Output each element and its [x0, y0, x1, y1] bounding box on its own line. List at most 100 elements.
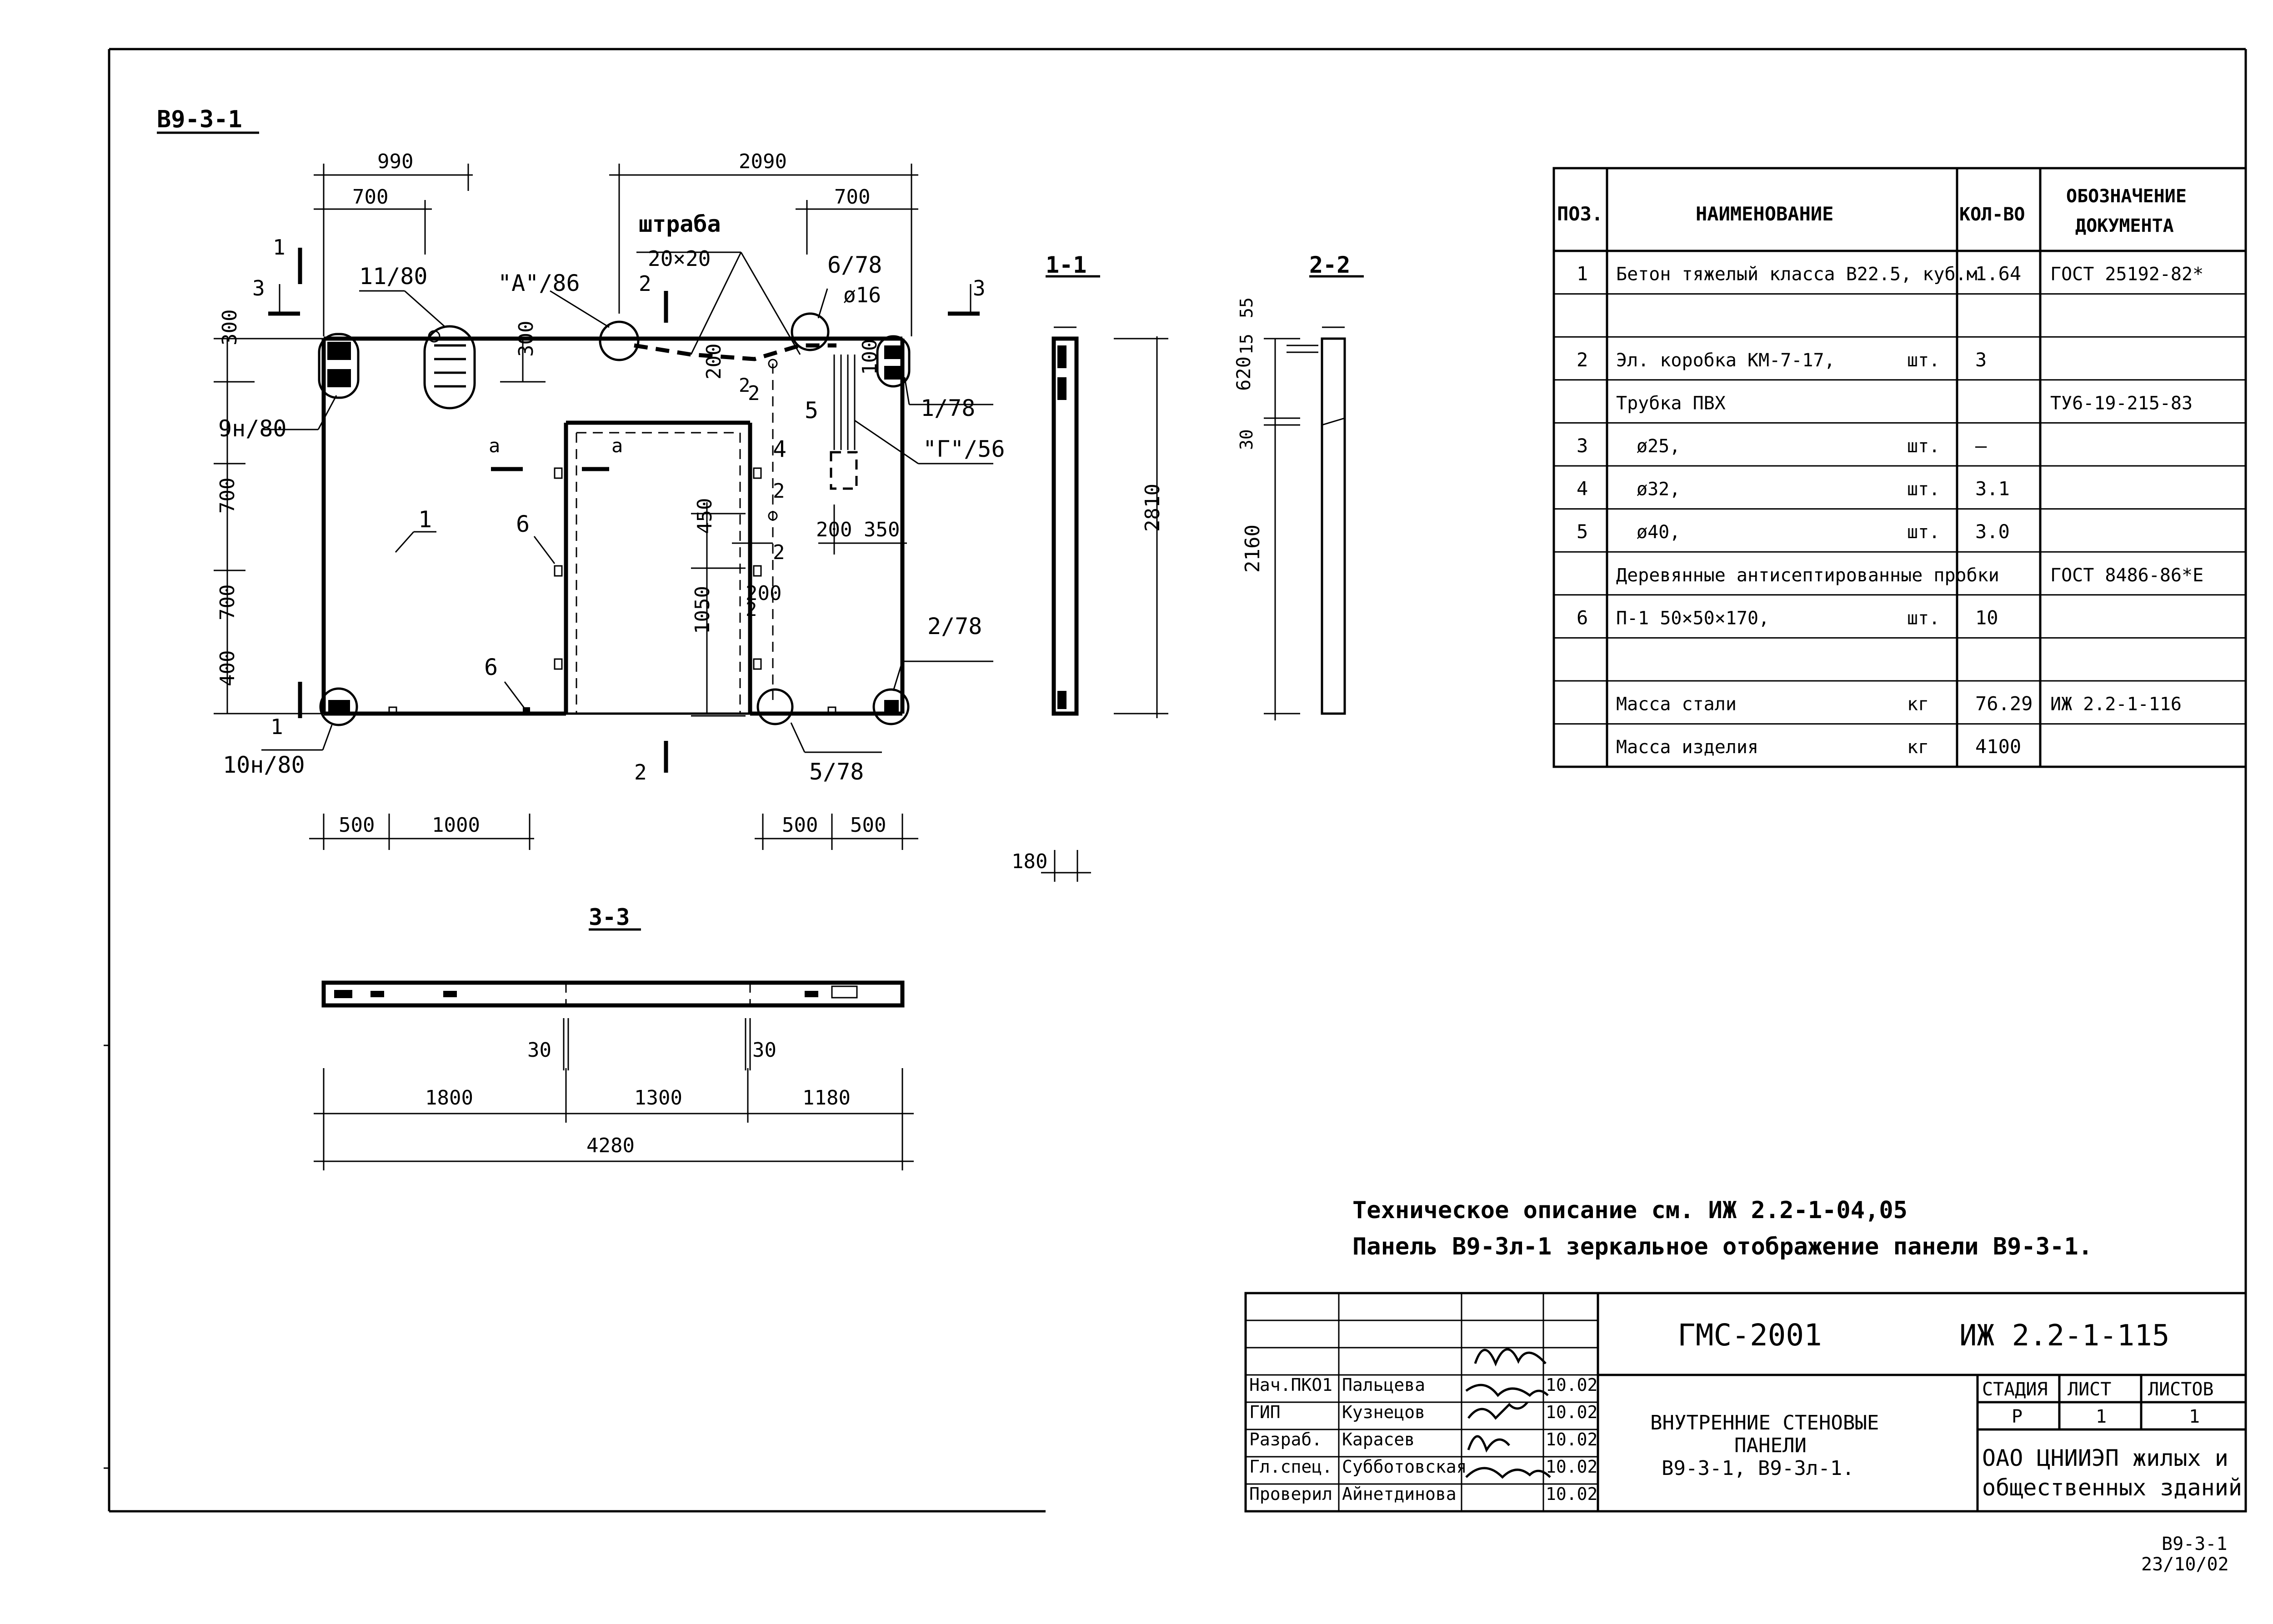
- spec-cell-pos: 6: [1577, 606, 1588, 629]
- dim-1180: 1180: [802, 1086, 851, 1109]
- spec-cell-qty: 3.1: [1975, 478, 2010, 500]
- dim-620: 620: [1232, 356, 1255, 391]
- spec-header-doc-1: ОБОЗНАЧЕНИЕ: [2066, 186, 2187, 207]
- title-line-2: ПАНЕЛИ: [1734, 1434, 1807, 1457]
- dim-bottom-500a: 500: [339, 814, 375, 837]
- staff-role: Проверил: [1249, 1484, 1332, 1504]
- note-tech-description: Техническое описание см. ИЖ 2.2-1-04,05: [1352, 1197, 1908, 1224]
- signature-subbotovskaya: [1467, 1435, 1510, 1453]
- spec-cell-unit: кг: [1907, 737, 1929, 758]
- dim-inner-200b: 200: [746, 582, 781, 605]
- spec-cell-pos: 2: [1577, 349, 1588, 371]
- spec-cell-pos: 1: [1577, 263, 1588, 285]
- staff-date: 10.02: [1546, 1402, 1597, 1422]
- pos-2-chase: 2: [748, 382, 760, 405]
- dim-left-700b: 700: [216, 585, 239, 620]
- dim-inner-100: 100: [858, 339, 881, 375]
- staff-role: Разраб.: [1249, 1429, 1322, 1449]
- signature-karasev: [1467, 1401, 1528, 1420]
- pos-2-door: 2: [746, 598, 757, 620]
- dim-1300: 1300: [634, 1086, 682, 1109]
- signature-palceva: [1474, 1348, 1547, 1367]
- dim-bottom-500c: 500: [850, 814, 886, 837]
- title-line-1: ВНУТРЕННИЕ СТЕНОВЫЕ: [1650, 1411, 1879, 1434]
- dim-inner-200c: 200: [816, 518, 852, 541]
- cut-1-bottom: 1: [270, 715, 283, 739]
- section-1-1-title: 1-1: [1046, 252, 1086, 278]
- cut-3-left: 3: [252, 276, 265, 300]
- spec-cell-name: ø32,: [1637, 479, 1680, 500]
- signature-aynetdinova: [1465, 1467, 1551, 1479]
- notes: Техническое описание см. ИЖ 2.2-1-04,05 …: [1352, 1197, 2093, 1260]
- dim-inner-300: 300: [515, 321, 538, 357]
- callout-1-78: 1/78: [921, 395, 975, 421]
- elevation-dimensions: 990 700 2090 700 300 700 700 400 300 200…: [216, 150, 900, 837]
- spec-cell-unit: шт.: [1907, 608, 1940, 629]
- dim-55: 55: [1237, 297, 1257, 318]
- spec-cell-doc: ГОСТ 25192-82*: [2050, 264, 2203, 285]
- title-line-3: В9-3-1, В9-3л-1.: [1662, 1457, 1854, 1480]
- spec-cell-pos: 4: [1577, 478, 1588, 500]
- note-mirror-panel: Панель В9-3л-1 зеркальное отображение па…: [1352, 1233, 2093, 1260]
- spec-cell-unit: шт.: [1907, 350, 1940, 371]
- dim-inner-450: 450: [693, 498, 716, 534]
- section-1-1: 1-1 2810 180: [1011, 252, 1168, 882]
- spec-cell-doc: ТУ6-19-215-83: [2050, 393, 2193, 414]
- dim-700-left: 700: [352, 185, 388, 209]
- section-3-3: 3-3 30 30 1800 1300 1180 4280: [314, 904, 914, 1170]
- staff-name: Пальцева: [1342, 1375, 1425, 1395]
- spec-cell-unit: шт.: [1907, 522, 1940, 543]
- dim-700-right: 700: [834, 185, 870, 209]
- dim-bottom-500b: 500: [782, 814, 818, 837]
- spec-cell-unit: шт.: [1907, 479, 1940, 500]
- spec-cell-name: Масса стали: [1616, 694, 1737, 715]
- staff-name: Субботовская: [1342, 1457, 1467, 1477]
- callout-2-78: 2/78: [927, 613, 982, 640]
- dim-left-400: 400: [216, 650, 239, 686]
- spec-cell-pos: 3: [1577, 435, 1588, 457]
- sheets-value: 1: [2189, 1406, 2200, 1427]
- cut-a-right: а: [611, 435, 623, 457]
- staff-date: 10.02: [1546, 1457, 1597, 1477]
- callout-6-78: 6/78: [827, 252, 882, 278]
- dim-30-left: 30: [527, 1039, 551, 1062]
- dim-30-right: 30: [752, 1039, 776, 1062]
- staff-role: ГИП: [1249, 1402, 1281, 1422]
- spec-cell-qty: 76.29: [1975, 693, 2033, 715]
- section-3-3-title: 3-3: [589, 904, 630, 930]
- dim-inner-200: 200: [702, 344, 726, 380]
- stage-header: СТАДИЯ: [1982, 1379, 2048, 1400]
- cut-1-top: 1: [273, 235, 285, 260]
- sheet-header: ЛИСТ: [2068, 1379, 2111, 1400]
- spec-cell-doc: ГОСТ 8486-86*Е: [2050, 565, 2203, 586]
- pos-6-plug-a: 6: [516, 511, 530, 537]
- corner-stamp-panel: В9-3-1: [2162, 1534, 2228, 1554]
- spec-header-qty: КОЛ-ВО: [1959, 204, 2025, 225]
- dim-2160: 2160: [1241, 525, 1264, 573]
- pos-5-tube: 5: [805, 397, 818, 424]
- sheet-value: 1: [2096, 1406, 2107, 1427]
- pos-2-top: 2: [739, 374, 750, 396]
- dim-thickness-180: 180: [1011, 850, 1047, 873]
- corner-stamp-date: 23/10/02: [2141, 1554, 2229, 1575]
- staff-date: 10.02: [1546, 1429, 1597, 1449]
- spec-cell-name: Масса изделия: [1616, 737, 1758, 758]
- dim-inner-1050: 1050: [691, 586, 714, 634]
- dim-left-300: 300: [218, 310, 241, 345]
- pos-2-box-a: 2: [773, 480, 785, 503]
- callout-d16: ø16: [843, 283, 881, 307]
- staff-role: Гл.спец.: [1249, 1457, 1332, 1477]
- dim-2090: 2090: [739, 150, 787, 173]
- pos-6-plug-b: 6: [484, 654, 498, 680]
- spec-header-doc-2: ДОКУМЕНТА: [2075, 215, 2174, 236]
- panel-elevation: [214, 164, 993, 850]
- spec-cell-name: ø25,: [1637, 436, 1680, 457]
- staff-name: Кузнецов: [1342, 1402, 1425, 1422]
- callout-g-56: "Г"/56: [923, 436, 1005, 462]
- staff-role: Нач.ПКО1: [1249, 1375, 1332, 1395]
